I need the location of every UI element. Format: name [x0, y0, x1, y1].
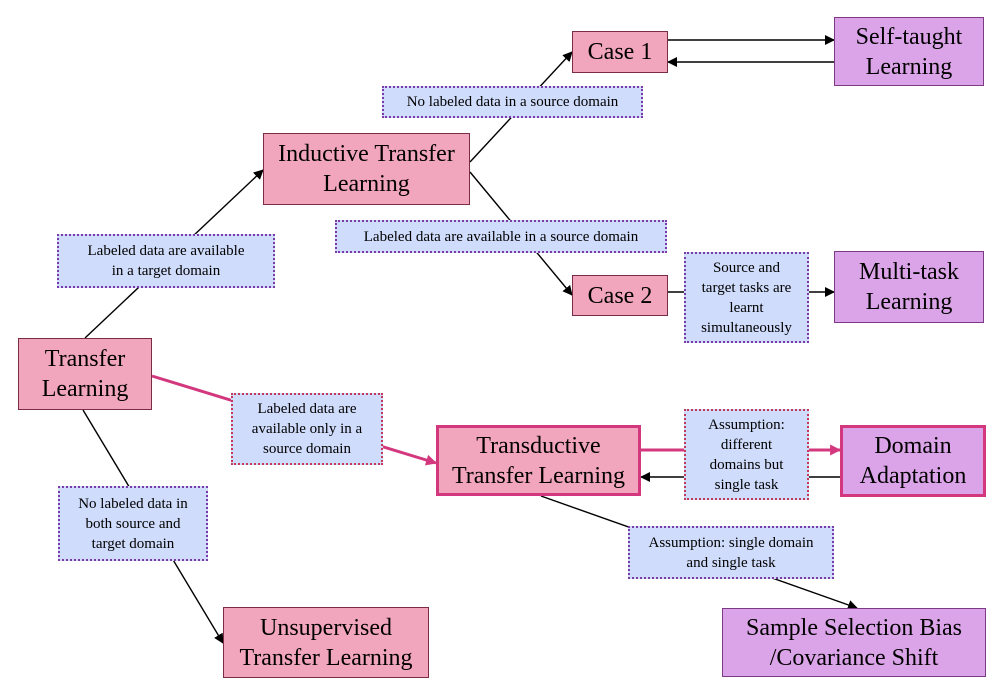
node-multi-task-learning: Multi-task Learning [834, 251, 984, 323]
label-assumption-single-domain: Assumption: single domain and single tas… [628, 526, 834, 579]
label-labeled-only-source: Labeled data are available only in a sou… [231, 393, 383, 465]
label-labeled-target-domain: Labeled data are available in a target d… [57, 234, 275, 288]
node-self-taught-learning: Self-taught Learning [834, 17, 984, 86]
node-unsupervised-transfer-learning: Unsupervised Transfer Learning [223, 607, 429, 678]
node-sample-selection-bias: Sample Selection Bias /Covariance Shift [722, 608, 986, 677]
node-transfer-learning: Transfer Learning [18, 338, 152, 410]
label-no-labeled-both: No labeled data in both source and targe… [58, 486, 208, 561]
node-case-1: Case 1 [572, 31, 668, 73]
node-case-2: Case 2 [572, 275, 668, 316]
node-domain-adaptation: Domain Adaptation [840, 425, 986, 497]
label-labeled-source-domain: Labeled data are available in a source d… [335, 220, 667, 253]
label-tasks-learnt-simultaneously: Source and target tasks are learnt simul… [684, 252, 809, 343]
label-no-labeled-source-domain: No labeled data in a source domain [382, 86, 643, 118]
label-assumption-different-domains: Assumption: different domains but single… [684, 409, 809, 500]
node-inductive-transfer-learning: Inductive Transfer Learning [263, 133, 470, 205]
node-transductive-transfer-learning: Transductive Transfer Learning [436, 425, 641, 496]
